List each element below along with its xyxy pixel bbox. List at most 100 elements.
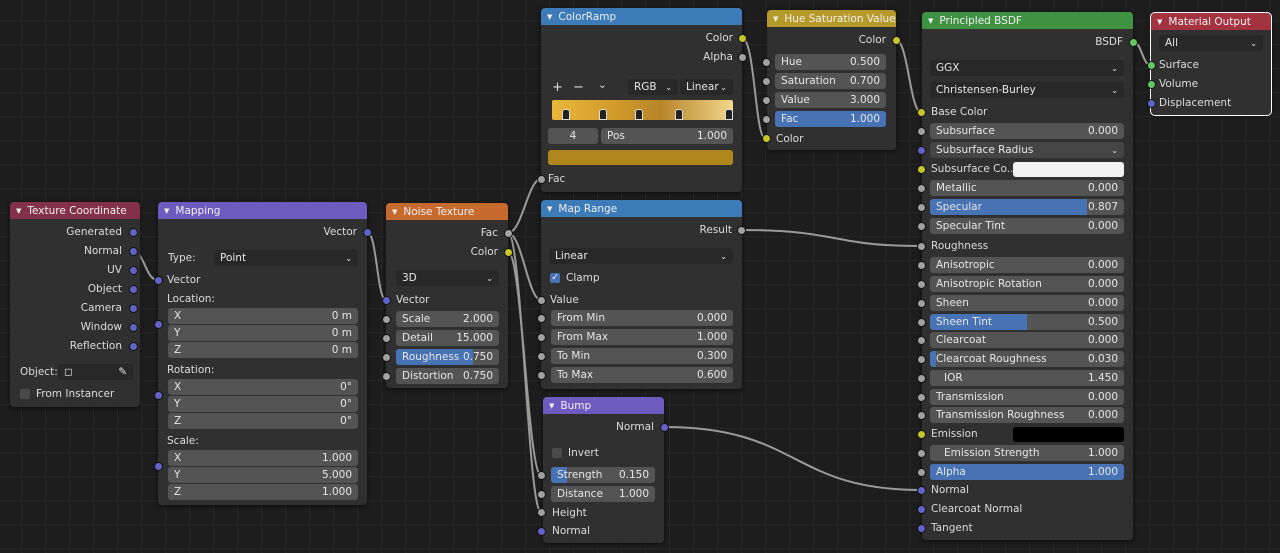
socket-bump-normal-in[interactable] — [537, 527, 546, 536]
socket-noise-vector[interactable] — [382, 296, 391, 305]
socket-metallic[interactable] — [917, 184, 926, 193]
socket-rotation[interactable] — [154, 391, 163, 400]
invert-checkbox[interactable]: Invert — [552, 445, 599, 461]
socket-emission-strength[interactable] — [917, 449, 926, 458]
socket-specular[interactable] — [917, 203, 926, 212]
object-picker[interactable]: ◻✎ — [58, 364, 133, 380]
noise-texture-node[interactable]: ▼Noise Texture Fac Color 3D⌄ Vector Scal… — [386, 203, 508, 388]
socket-noise-roughness[interactable] — [382, 353, 391, 362]
ramp-stop-marker[interactable] — [634, 109, 643, 120]
interpolation-dropdown[interactable]: Linear⌄ — [680, 79, 733, 95]
material-output-node[interactable]: ▼Material Output All⌄ Surface Volume Dis… — [1150, 12, 1272, 116]
socket-normal[interactable] — [129, 247, 138, 256]
collapse-icon[interactable]: ▼ — [773, 14, 779, 23]
active-stop-index[interactable]: 4 — [548, 128, 598, 144]
remove-stop-button[interactable]: − — [573, 79, 584, 95]
socket-object[interactable] — [129, 285, 138, 294]
socket-from-max[interactable] — [537, 333, 546, 342]
socket-uv[interactable] — [129, 266, 138, 275]
socket-hsv-color-in[interactable] — [762, 134, 771, 143]
socket-sheen-tint[interactable] — [917, 318, 926, 327]
colorramp-node[interactable]: ▼ColorRamp Color Alpha + − ⌄ RGB⌄ Linear… — [541, 8, 742, 192]
ramp-stop-marker[interactable] — [562, 109, 571, 120]
socket-mapping-in[interactable] — [154, 276, 163, 285]
socket-to-max[interactable] — [537, 371, 546, 380]
socket-anisotropic-rotation[interactable] — [917, 280, 926, 289]
collapse-icon[interactable]: ▼ — [392, 207, 398, 216]
collapse-icon[interactable]: ▼ — [1157, 17, 1163, 26]
map-range-header[interactable]: ▼Map Range — [541, 200, 742, 217]
socket-from-min[interactable] — [537, 314, 546, 323]
ramp-menu-chevron-icon[interactable]: ⌄ — [598, 79, 607, 91]
socket-noise-distortion[interactable] — [382, 372, 391, 381]
socket-mapping-out[interactable] — [363, 228, 372, 237]
socket-base-color[interactable] — [917, 108, 926, 117]
bsdf-header[interactable]: ▼Principled BSDF — [922, 12, 1133, 29]
eyedropper-icon[interactable]: ✎ — [118, 366, 127, 378]
socket-subsurface-radius[interactable] — [917, 146, 926, 155]
hsv-header[interactable]: ▼Hue Saturation Value — [767, 10, 896, 27]
ramp-stop-marker[interactable] — [598, 109, 607, 120]
clamp-checkbox[interactable]: ✓Clamp — [550, 272, 600, 284]
socket-scale[interactable] — [154, 462, 163, 471]
socket-surface[interactable] — [1147, 61, 1156, 70]
socket-noise-fac[interactable] — [504, 229, 513, 238]
socket-transmission[interactable] — [917, 393, 926, 402]
collapse-icon[interactable]: ▼ — [547, 204, 553, 213]
socket-ramp-fac[interactable] — [537, 175, 546, 184]
socket-height[interactable] — [537, 508, 546, 517]
socket-hue[interactable] — [762, 58, 771, 67]
socket-result[interactable] — [737, 226, 746, 235]
socket-fac[interactable] — [762, 115, 771, 124]
emission-color-swatch[interactable] — [1013, 427, 1124, 442]
ramp-stop-marker[interactable] — [674, 109, 683, 120]
mapping-header[interactable]: ▼Mapping — [158, 202, 367, 219]
noise-texture-header[interactable]: ▼Noise Texture — [386, 203, 508, 220]
socket-ramp-alpha[interactable] — [738, 53, 747, 62]
socket-generated[interactable] — [129, 228, 138, 237]
socket-clearcoat-normal[interactable] — [917, 505, 926, 514]
socket-tangent[interactable] — [917, 524, 926, 533]
socket-noise-scale[interactable] — [382, 315, 391, 324]
color-ramp-gradient[interactable] — [552, 100, 734, 120]
ramp-stop-marker[interactable] — [725, 109, 734, 120]
socket-volume[interactable] — [1147, 80, 1156, 89]
type-dropdown[interactable]: Point⌄ — [214, 250, 358, 266]
socket-distance[interactable] — [537, 490, 546, 499]
stop-color-swatch[interactable] — [548, 150, 733, 165]
socket-noise-color[interactable] — [504, 248, 513, 257]
colorramp-header[interactable]: ▼ColorRamp — [541, 8, 742, 25]
collapse-icon[interactable]: ▼ — [16, 206, 22, 215]
texture-coordinate-node[interactable]: ▼Texture Coordinate Generated Normal UV … — [10, 202, 140, 407]
mapping-node[interactable]: ▼Mapping Vector Type: Point⌄ Vector Loca… — [158, 202, 367, 505]
subsurface-color-swatch[interactable] — [1013, 162, 1124, 177]
socket-sheen[interactable] — [917, 299, 926, 308]
interpolation-dropdown[interactable]: Linear⌄ — [549, 248, 733, 264]
socket-reflection[interactable] — [129, 342, 138, 351]
socket-camera[interactable] — [129, 304, 138, 313]
socket-ramp-color[interactable] — [738, 34, 747, 43]
